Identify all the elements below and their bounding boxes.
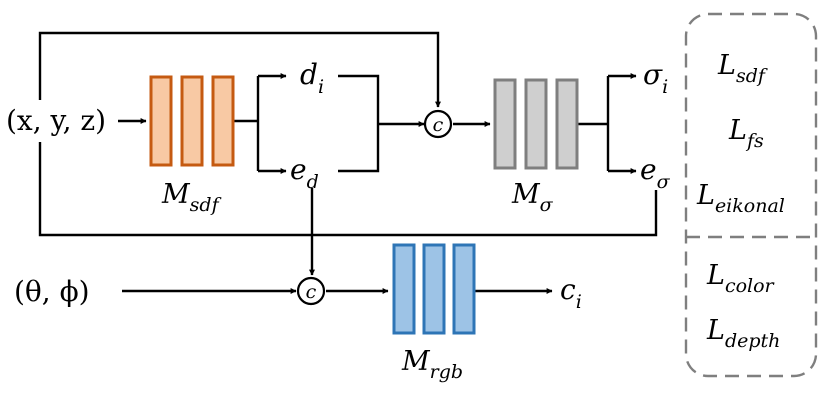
- loss-sdf: Lsdf: [717, 50, 768, 87]
- label-msigma: Mσ: [511, 179, 554, 216]
- label-mrgb: Mrgb: [401, 346, 463, 383]
- label-e-sigma: eσ: [640, 153, 671, 193]
- label-di: di: [300, 58, 324, 98]
- mrgb-network: [392, 243, 476, 335]
- loss-color: Lcolor: [706, 260, 776, 297]
- msigma-layer-3: [555, 78, 579, 170]
- concat-node-1: c: [423, 109, 453, 139]
- wire-merge-di-ed: [338, 74, 380, 173]
- msdf-layer-2: [180, 75, 204, 167]
- wire-xyz-loop-bottom: [38, 142, 658, 237]
- input-position: (x, y, z): [6, 104, 106, 137]
- concat-symbol: c: [433, 114, 444, 136]
- mrgb-layer-1: [392, 243, 416, 335]
- msigma-layer-2: [524, 78, 548, 170]
- label-ci: ci: [560, 273, 582, 313]
- wire-xyz-bypass-top: [38, 31, 441, 108]
- label-msdf: Msdf: [161, 179, 222, 216]
- loss-fs: Lfs: [728, 115, 764, 152]
- loss-panel: [684, 12, 818, 378]
- concat-symbol: c: [306, 281, 317, 303]
- wires: [38, 31, 658, 294]
- msdf-network: [149, 75, 235, 167]
- msdf-layer-1: [149, 75, 173, 167]
- loss-eikonal: Leikonal: [696, 180, 785, 217]
- label-sigma-i: σi: [643, 58, 668, 98]
- msigma-layer-1: [493, 78, 517, 170]
- concat-node-2: c: [296, 276, 326, 306]
- msigma-network: [493, 78, 579, 170]
- loss-depth: Ldepth: [706, 315, 780, 352]
- mrgb-layer-2: [422, 243, 446, 335]
- label-ed: ed: [290, 153, 319, 193]
- input-direction: (θ, ϕ): [14, 275, 90, 308]
- loss-panel-border: [684, 12, 818, 378]
- msdf-layer-3: [211, 75, 235, 167]
- mrgb-layer-3: [452, 243, 476, 335]
